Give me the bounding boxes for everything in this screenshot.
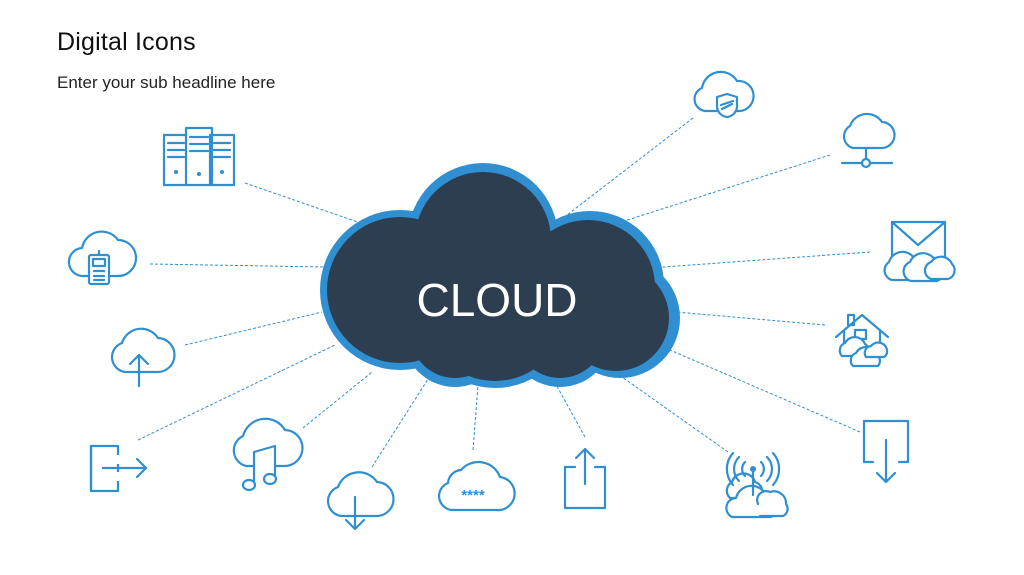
cloud-security-icon — [693, 70, 755, 119]
connector-download — [371, 364, 438, 468]
cloud-wireless-icon — [725, 451, 789, 519]
server-rack-icon — [162, 126, 236, 187]
connector-mobile — [149, 263, 326, 268]
cloud-password-icon: **** — [438, 460, 516, 512]
connector-music — [302, 371, 373, 429]
exit-arrow-icon — [89, 444, 148, 493]
central-cloud: CLOUD — [320, 163, 680, 388]
connector-wireless — [604, 364, 729, 453]
cloud-upload-icon — [110, 327, 176, 388]
connector-tray — [669, 349, 861, 433]
connector-mail — [649, 251, 871, 269]
connector-lines — [137, 117, 871, 468]
cloud-mobile-icon — [67, 230, 138, 286]
connector-server — [244, 182, 376, 229]
slide-subtitle: Enter your sub headline here — [57, 73, 276, 92]
connector-home — [675, 311, 826, 326]
connector-exit — [137, 344, 336, 441]
cloud-network-icon — [840, 112, 896, 169]
cloud-download-icon — [326, 471, 395, 531]
slide-title: Digital Icons — [57, 28, 196, 56]
cloud-home-icon — [834, 313, 890, 368]
connector-password — [472, 384, 479, 451]
cloud-label: CLOUD — [416, 274, 577, 326]
connector-network — [611, 154, 831, 226]
password-mask-text: **** — [461, 487, 485, 504]
connector-upload — [184, 311, 323, 346]
share-upload-icon — [563, 447, 607, 510]
connector-security — [566, 117, 694, 216]
connector-share — [547, 369, 586, 438]
cloud-music-icon — [232, 417, 304, 492]
cloud-mail-icon — [883, 220, 956, 283]
download-tray-icon — [862, 419, 910, 484]
